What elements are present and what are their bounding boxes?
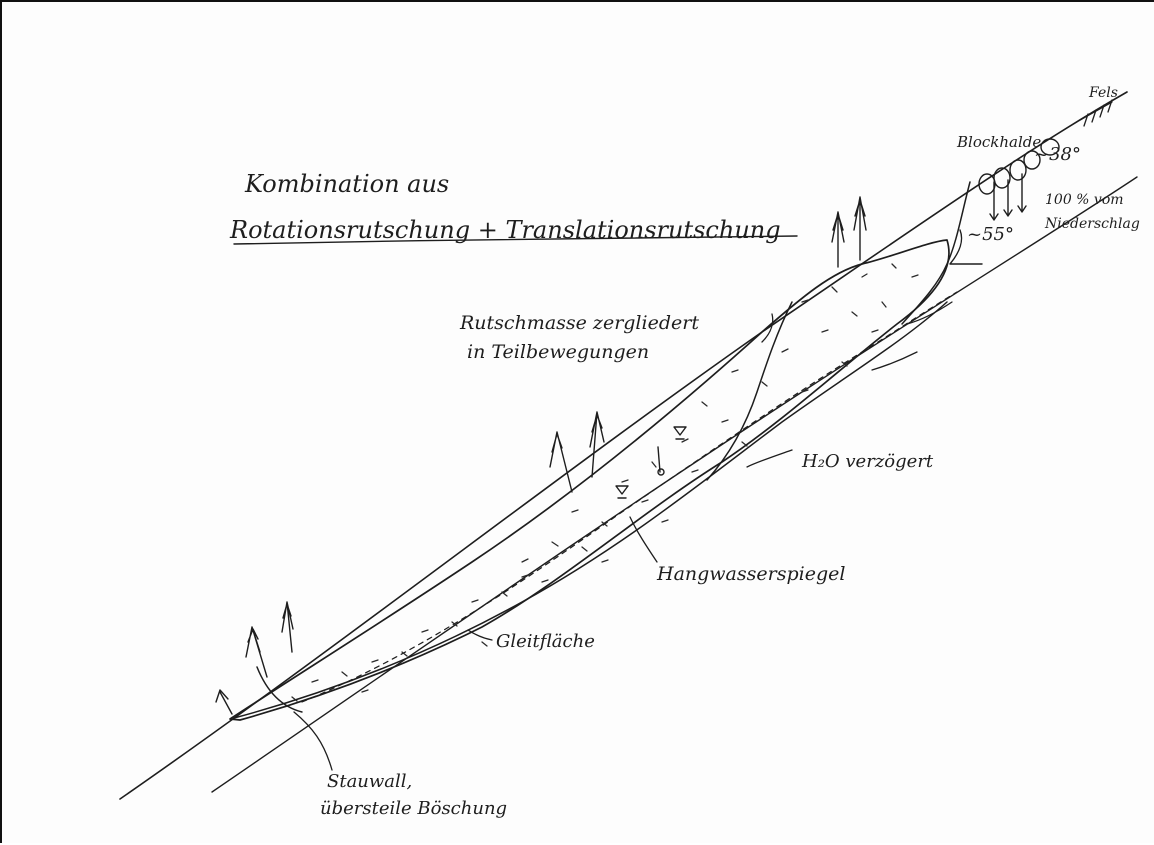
- label-stauwall-1: Stauwall,: [327, 771, 412, 792]
- rotational-scarp-middle: [707, 302, 792, 480]
- label-fels: Fels: [1088, 85, 1118, 101]
- leader-gleitflaeche: [468, 630, 492, 640]
- label-rutschmasse-2: in Teilbewegungen: [467, 341, 649, 363]
- rain-arrow-icon: [990, 174, 1026, 220]
- label-h2o: H₂O verzögert: [801, 451, 934, 472]
- leader-hangwasser: [630, 517, 657, 562]
- label-angle-lower: ~55°: [967, 224, 1014, 245]
- label-rutschmasse-1: Rutschmasse zergliedert: [459, 312, 699, 334]
- rotational-scarp-upper: [902, 182, 970, 324]
- label-blockhalde: Blockhalde: [956, 133, 1041, 151]
- water-table-marker-icon: [616, 427, 686, 498]
- label-gleitflaeche: Gleitfläche: [496, 631, 595, 652]
- slip-surface: [234, 302, 947, 718]
- ground-surface-line-lower: [212, 177, 1137, 792]
- label-hangwasser: Hangwasserspiegel: [656, 563, 845, 585]
- label-niederschlag-2: Niederschlag: [1044, 216, 1140, 232]
- label-stauwall-2: übersteile Böschung: [320, 798, 507, 819]
- leader-h2o: [747, 450, 792, 467]
- label-angle-upper: ~38°: [1034, 144, 1081, 165]
- leader-stauwall: [294, 712, 332, 770]
- label-niederschlag-1: 100 % vom: [1045, 192, 1124, 208]
- title-line1: Kombination aus: [244, 170, 449, 198]
